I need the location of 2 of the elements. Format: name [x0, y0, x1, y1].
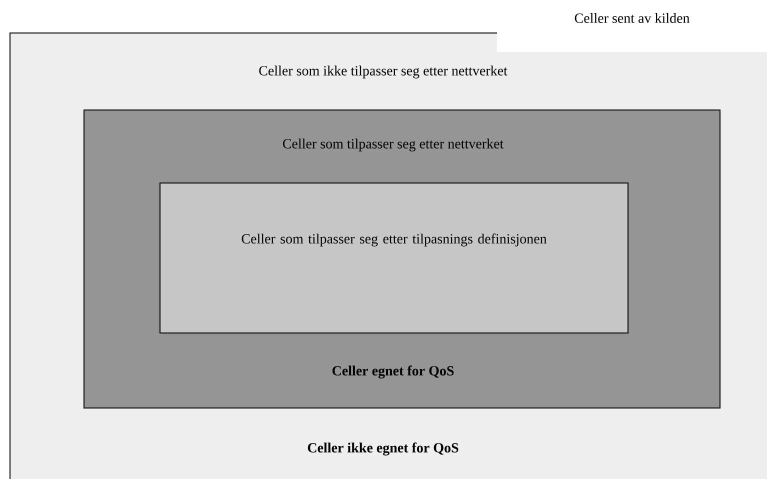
- node-label: Celler sent av kilden: [574, 13, 690, 23]
- region-box: Celler som tilpasser seg etter tilpasnings definisjonen: [160, 182, 628, 334]
